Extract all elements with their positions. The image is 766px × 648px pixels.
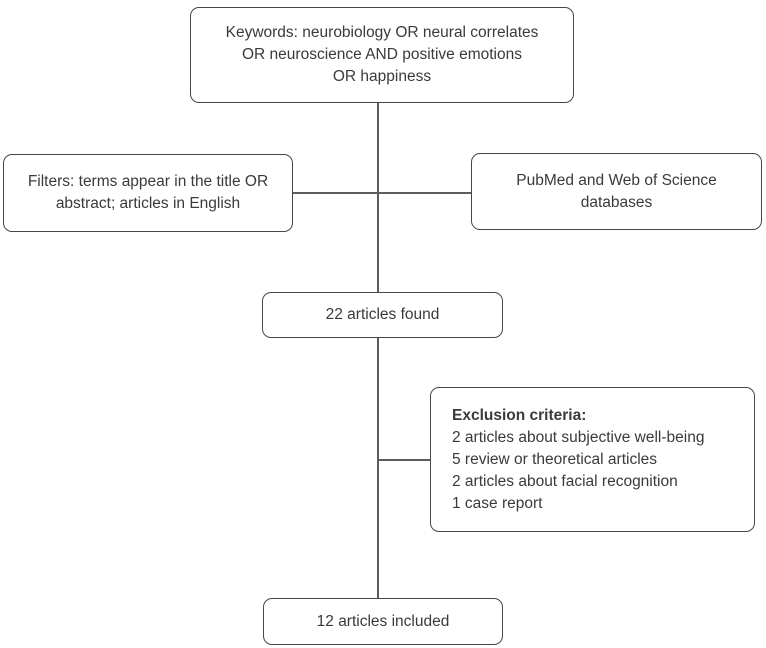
exclusion-content: Exclusion criteria: 2 articles about sub… [431,405,754,515]
connector-found-to-included [377,338,379,598]
articles-found-box: 22 articles found [262,292,503,338]
filters-box: Filters: terms appear in the title OR ab… [3,154,293,232]
exclusion-criteria-box: Exclusion criteria: 2 articles about sub… [430,387,755,532]
keywords-text: Keywords: neurobiology OR neural correla… [225,24,539,85]
connector-to-exclusion [378,459,430,461]
keywords-box: Keywords: neurobiology OR neural correla… [190,7,574,103]
exclusion-title: Exclusion criteria: [452,406,587,424]
articles-included-text: 12 articles included [316,612,450,630]
exclusion-item: 2 articles about subjective well-being [452,428,705,446]
filters-text: Filters: terms appear in the title OR ab… [27,173,269,212]
exclusion-item: 2 articles about facial recognition [452,472,678,490]
databases-box: PubMed and Web of Science databases [471,153,762,230]
databases-text: PubMed and Web of Science databases [516,171,717,211]
articles-found-text: 22 articles found [325,306,440,323]
connector-keywords-to-found [377,103,379,292]
exclusion-item: 1 case report [452,494,543,512]
articles-included-box: 12 articles included [263,598,503,645]
connector-filters-to-databases [293,192,471,194]
exclusion-item: 5 review or theoretical articles [452,450,658,468]
